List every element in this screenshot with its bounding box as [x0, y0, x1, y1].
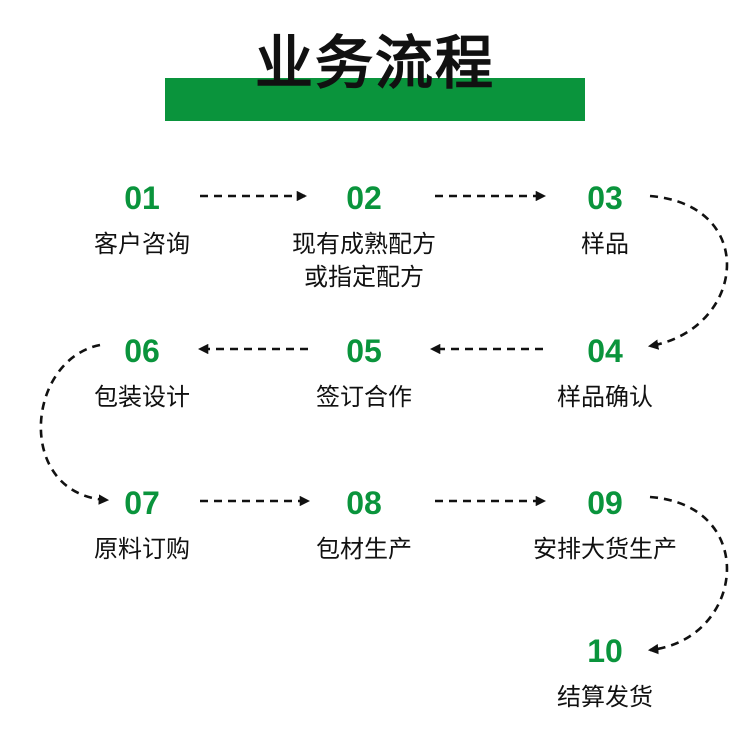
- step-number: 10: [587, 633, 623, 669]
- step-10: 10 结算发货: [495, 633, 715, 714]
- step-label-line: 现有成熟配方: [292, 230, 436, 258]
- step-label: 签订合作: [254, 381, 474, 414]
- step-number: 06: [124, 333, 160, 369]
- step-label: 现有成熟配方或指定配方: [254, 228, 474, 294]
- step-number: 09: [587, 485, 623, 521]
- step-number: 01: [124, 180, 160, 216]
- step-label-line: 安排大货生产: [533, 535, 677, 563]
- step-02: 02 现有成熟配方或指定配方: [254, 180, 474, 294]
- step-label: 原料订购: [32, 533, 252, 566]
- step-number: 07: [124, 485, 160, 521]
- step-label-line: 样品: [581, 230, 629, 258]
- step-07: 07 原料订购: [32, 485, 252, 566]
- step-label-line: 样品确认: [557, 383, 653, 411]
- step-label-line: 包材生产: [316, 535, 412, 563]
- step-label: 包装设计: [32, 381, 252, 414]
- step-01: 01 客户咨询: [32, 180, 252, 261]
- step-04: 04 样品确认: [495, 333, 715, 414]
- title-banner: [165, 78, 585, 121]
- step-label-line: 签订合作: [316, 383, 412, 411]
- step-label: 包材生产: [254, 533, 474, 566]
- step-label: 样品: [495, 228, 715, 261]
- step-09: 09 安排大货生产: [495, 485, 715, 566]
- step-label-line: 结算发货: [557, 683, 653, 711]
- step-label-line: 原料订购: [94, 535, 190, 563]
- step-number: 03: [587, 180, 623, 216]
- step-label-line: 或指定配方: [304, 263, 424, 291]
- step-number: 08: [346, 485, 382, 521]
- step-number: 05: [346, 333, 382, 369]
- step-05: 05 签订合作: [254, 333, 474, 414]
- step-label: 客户咨询: [32, 228, 252, 261]
- connector-arrow-06-07: [39, 343, 110, 505]
- step-08: 08 包材生产: [254, 485, 474, 566]
- connector-arrow-03-04: [647, 194, 729, 350]
- step-label-line: 包装设计: [94, 383, 190, 411]
- step-number: 02: [346, 180, 382, 216]
- step-number: 04: [587, 333, 623, 369]
- page-title: 业务流程: [254, 29, 495, 97]
- step-label: 安排大货生产: [495, 533, 715, 566]
- step-label-line: 客户咨询: [94, 230, 190, 258]
- step-03: 03 样品: [495, 180, 715, 261]
- step-label: 样品确认: [495, 381, 715, 414]
- step-label: 结算发货: [495, 681, 715, 714]
- step-06: 06 包装设计: [32, 333, 252, 414]
